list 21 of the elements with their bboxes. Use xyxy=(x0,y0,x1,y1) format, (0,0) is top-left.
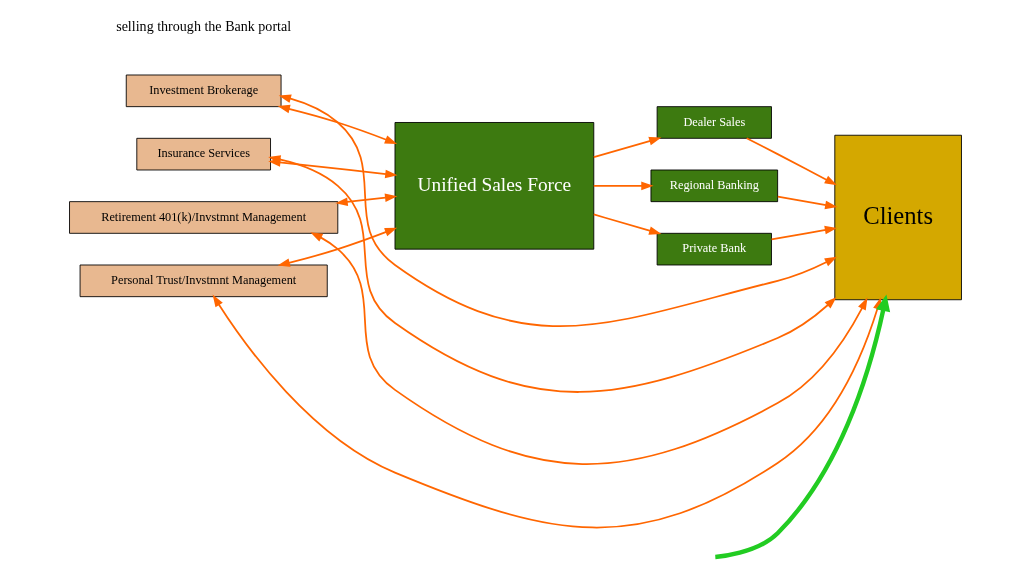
node-box: Personal Trust/Invstmnt Management xyxy=(79,264,328,298)
arrow xyxy=(776,195,837,210)
node-box: Regional Banking xyxy=(650,169,778,203)
arrow xyxy=(592,181,654,191)
node-box: Insurance Services xyxy=(135,137,271,171)
arrow xyxy=(277,227,397,267)
node-box: Clients xyxy=(833,134,962,301)
arrow xyxy=(278,94,837,327)
arrow xyxy=(334,193,397,207)
node-box: Investment Brokerage xyxy=(125,74,281,108)
arrow xyxy=(277,104,397,144)
node-box: Private Bank xyxy=(656,232,772,266)
node-box: Dealer Sales xyxy=(656,106,772,139)
arrow xyxy=(745,137,837,186)
arrow xyxy=(592,136,661,159)
label: selling through the Bank portal xyxy=(115,17,291,34)
arrow xyxy=(592,213,661,235)
arrow xyxy=(309,232,867,465)
arrow xyxy=(770,225,837,241)
node-box: Retirement 401(k)/Invstmnt Management xyxy=(68,201,338,234)
node-box: Unified Sales Force xyxy=(394,122,594,250)
